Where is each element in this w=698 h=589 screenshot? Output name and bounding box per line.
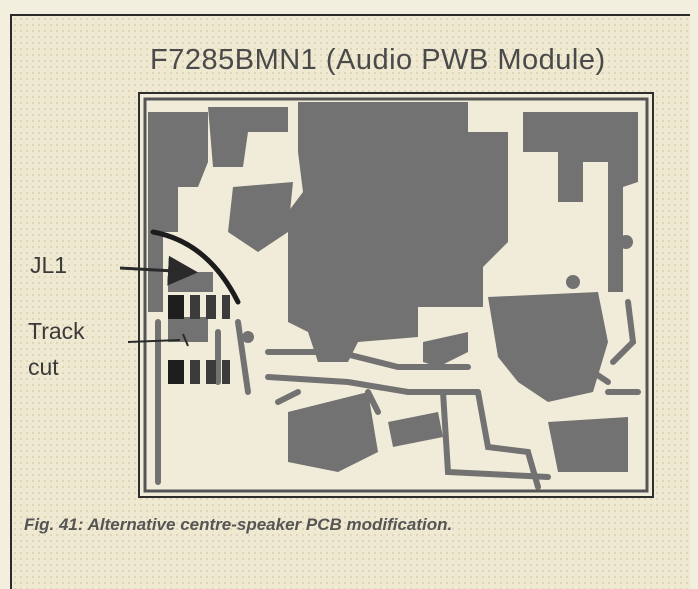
track-cut-label-line1: Track [28,318,85,344]
figure-title: F7285BMN1 (Audio PWB Module) [150,44,606,76]
pcb-board [138,92,654,498]
jl1-label: JL1 [30,252,68,278]
track-cut-label-line2: cut [28,354,59,380]
pcb-layout-drawing [138,92,654,498]
jl1-wire-link [150,229,241,305]
figure-caption: Fig. 41: Alternative centre-speaker PCB … [24,515,453,534]
